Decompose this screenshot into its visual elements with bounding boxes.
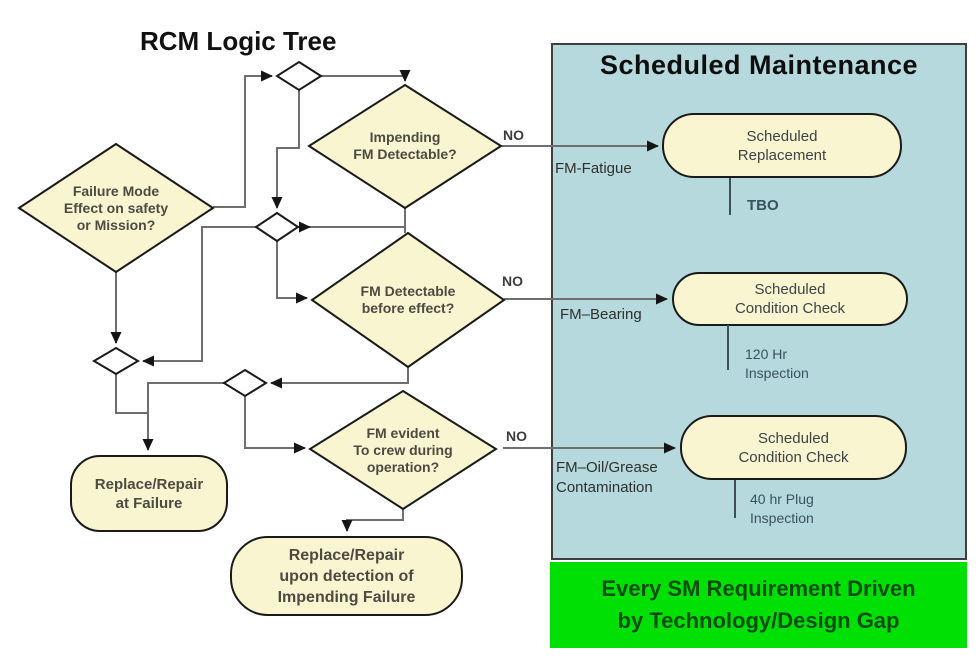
page-title: RCM Logic Tree [140,26,337,56]
fm-fatigue-label: FM-Fatigue [555,160,632,177]
tbo-note: TBO [747,197,779,214]
edge-to-detectable-left [276,241,308,304]
no-label-detectable: NO [502,273,523,289]
scheduled-replacement-box: Scheduled Replacement [662,113,902,178]
failure-mode-diamond-shape [17,142,215,274]
edge-junction3-down [115,374,148,414]
detectable-diamond-shape [310,231,506,369]
junction-diamond-4 [222,368,268,398]
impending-diamond-label: Impending FM Detectable? [353,129,457,162]
evident-diamond-shape [308,389,498,511]
tbo-tick-line [729,178,731,215]
no-label-evident: NO [506,428,527,444]
replace-at-failure-box: Replace/Repair at Failure [70,455,228,532]
junction-diamond-1 [275,60,323,92]
junction-shapes [92,60,323,398]
condition-check-120-box: Scheduled Condition Check [672,272,908,326]
footer-banner: Every SM Requirement Driven by Technolog… [550,562,967,648]
inspection-40-tick-line [734,480,736,518]
edge-to-evident-left [244,396,306,454]
edge-detectable-yes [270,367,409,389]
inspection-40-note: 40 hr Plug Inspection [750,491,814,526]
mid-arrowhead [299,221,311,233]
footer-line-1: Every SM Requirement Driven [601,576,916,601]
edge-junction2-left [142,226,256,367]
fm-oil-grease-label: FM–Oil/Grease Contamination [556,459,658,496]
replace-on-detection-box: Replace/Repair upon detection of Impendi… [230,536,463,616]
no-label-impending: NO [503,127,524,143]
impending-diamond-shape [307,83,503,210]
edge-to-replace-on-detection [341,509,404,532]
panel-title: Scheduled Maintenance [599,50,919,80]
edge-failure-yes [213,70,273,208]
junction-diamond-3 [92,346,140,376]
decision-shapes [17,83,506,511]
edge-junction1-down [271,90,300,209]
failure-mode-diamond-label: Failure Mode Effect on safety or Mission… [63,182,169,233]
inspection-120-tick-line [727,325,729,370]
connectors [110,70,676,532]
fm-bearing-label: FM–Bearing [560,306,642,323]
condition-check-40-box: Scheduled Condition Check [680,415,907,480]
footer-line-2: by Technology/Design Gap [617,608,900,633]
edge-to-replace-at-failure [142,382,224,451]
evident-diamond-label: FM evident To crew during operation? [353,424,453,475]
inspection-120-note: 120 Hr Inspection [745,346,809,381]
junction-diamond-2 [254,211,300,243]
detectable-diamond-label: FM Detectable before effect? [360,283,456,316]
edge-to-impending [321,70,411,82]
